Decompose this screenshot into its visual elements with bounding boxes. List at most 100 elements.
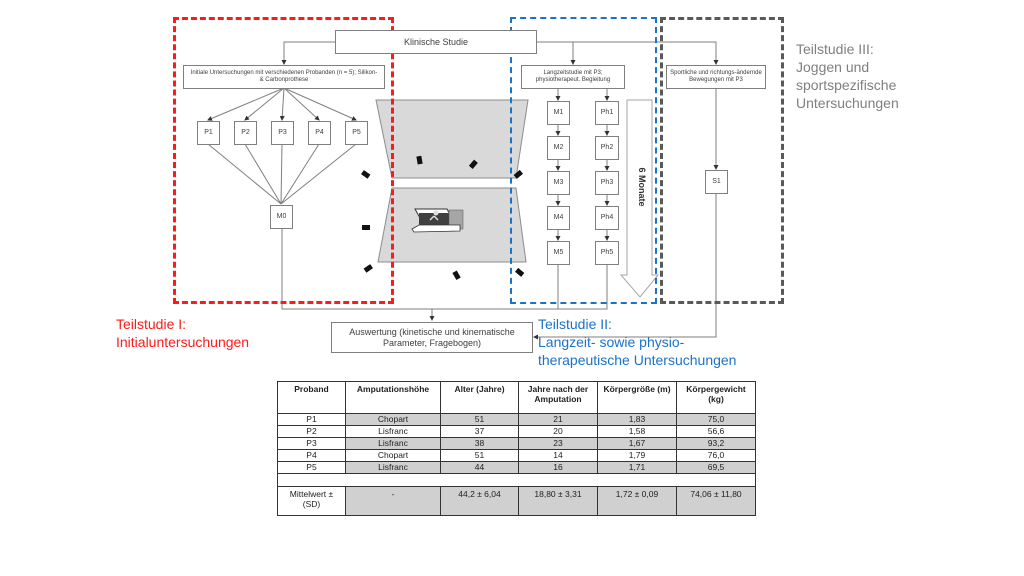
measurement-box-m5: M5: [547, 241, 570, 265]
cell: P2: [277, 425, 346, 438]
physio-label: Ph4: [600, 213, 614, 221]
physio-box-ph1: Ph1: [595, 101, 619, 125]
subject-box-p2: P2: [234, 121, 257, 145]
cell: 1,72 ± 0,09: [597, 486, 677, 516]
camera-icon: [515, 267, 525, 277]
lab-setup-illustration: [375, 99, 529, 263]
camera-icon: [361, 170, 371, 179]
measurement-box-m4: M4: [547, 206, 570, 230]
connector-fan-p5: [283, 87, 357, 121]
cell: P3: [277, 437, 346, 450]
physio-box-ph5: Ph5: [595, 241, 619, 265]
cell: 21: [518, 413, 598, 426]
cell: 51: [440, 413, 519, 426]
study2-label-line2: Langzeit- sowie physio-: [538, 334, 685, 350]
study1-box-text: Initiale Untersuchungen mit verschiedene…: [190, 70, 378, 83]
measurement-label: M3: [553, 178, 564, 186]
connector-p1-m0: [207, 143, 282, 205]
cell: 38: [440, 437, 519, 450]
root-box: Klinische Studie: [335, 30, 537, 54]
cell: 75,0: [676, 413, 756, 426]
cell: 14: [518, 449, 598, 462]
measurement-label: M5: [553, 248, 564, 256]
study2-label-line3: therapeutische Untersuchungen: [538, 352, 737, 368]
treadmill-icon: [411, 208, 464, 233]
cell: 44: [440, 461, 519, 474]
camera-icon: [363, 264, 373, 273]
study1-region: [173, 17, 394, 304]
study2-box: Langzeitstudie mit P3; physiotherapeut. …: [521, 65, 625, 89]
measurement-box-m3: M3: [547, 171, 570, 195]
measurement-box-m1: M1: [547, 101, 570, 125]
subject-label: P4: [315, 128, 324, 136]
study3-box: Sportliche und richtungs-ändernde Bewegu…: [666, 65, 766, 89]
subject-box-p5: P5: [345, 121, 368, 145]
subject-label: P3: [278, 128, 287, 136]
cell: 37: [440, 425, 519, 438]
measurement-box-m0: M0: [270, 205, 293, 229]
study2-label-title: Teilstudie II:: [538, 316, 612, 332]
study3-label-line3: sportspezifische: [796, 77, 897, 93]
cell: 93,2: [676, 437, 756, 450]
cell: 23: [518, 437, 598, 450]
cell: 16: [518, 461, 598, 474]
evaluation-box: Auswertung (kinetische und kinematische …: [331, 322, 533, 353]
study1-box: Initiale Untersuchungen mit verschiedene…: [183, 65, 385, 89]
connector-p5-m0: [280, 143, 357, 205]
subject-label: P1: [204, 128, 213, 136]
study1-label-subtitle: Initialuntersuchungen: [116, 334, 250, 350]
header-age: Alter (Jahre): [440, 381, 519, 414]
subject-table: Proband Amputationshöhe Alter (Jahre) Ja…: [277, 381, 756, 516]
physio-box-ph4: Ph4: [595, 206, 619, 230]
camera-icon: [416, 155, 423, 165]
connector-p4-m0: [280, 143, 320, 205]
measurement-label: M0: [276, 212, 287, 220]
cell: -: [345, 486, 441, 516]
cell: Chopart: [345, 449, 441, 462]
table-row: P3 Lisfranc 38 23 1,67 93,2: [277, 437, 756, 450]
duration-arrow: [619, 99, 660, 298]
camera-icon: [362, 225, 370, 230]
physio-label: Ph1: [600, 108, 614, 116]
cell: Mittelwert ± (SD): [277, 486, 346, 516]
study3-label: Teilstudie III: Joggen und sportspezifis…: [796, 40, 899, 112]
cell: Lisfranc: [345, 461, 441, 474]
connector-root-study1: [281, 41, 335, 65]
study3-label-line4: Untersuchungen: [796, 95, 899, 111]
cell: 76,0: [676, 449, 756, 462]
connector-fan-p1: [207, 87, 285, 121]
table-summary-row: Mittelwert ± (SD) - 44,2 ± 6,04 18,80 ± …: [277, 486, 756, 516]
table-row: P5 Lisfranc 44 16 1,71 69,5: [277, 461, 756, 474]
connector-m0-bus: [281, 229, 608, 310]
camera-icon: [452, 270, 461, 280]
cell: 1,79: [597, 449, 677, 462]
camera-icons: [361, 155, 525, 280]
study1-label: Teilstudie I: Initialuntersuchungen: [116, 315, 249, 351]
cell: 1,67: [597, 437, 677, 450]
connector-s1-evaluation: [533, 194, 717, 340]
subject-box-p1: P1: [197, 121, 220, 145]
camera-icon: [468, 159, 478, 169]
cell: 20: [518, 425, 598, 438]
subject-label: P5: [352, 128, 361, 136]
cell: 56,6: [676, 425, 756, 438]
evaluation-text: Auswertung (kinetische und kinematische …: [349, 327, 515, 348]
study2-box-text: Langzeitstudie mit P3; physiotherapeut. …: [535, 70, 611, 83]
table-spacer-row: [277, 473, 756, 487]
subject-box-p4: P4: [308, 121, 331, 145]
measurement-label: S1: [712, 177, 721, 185]
cell: P4: [277, 449, 346, 462]
cell: Lisfranc: [345, 437, 441, 450]
table-row: P2 Lisfranc 37 20 1,58 56,6: [277, 425, 756, 438]
duration-label: 6 Monate: [637, 167, 647, 207]
connector-fan-p2: [244, 87, 285, 121]
study3-region: [660, 17, 784, 304]
physio-box-ph3: Ph3: [595, 171, 619, 195]
connector-p2-m0: [244, 143, 282, 205]
measurement-box-s1: S1: [705, 170, 728, 194]
cell: 74,06 ± 11,80: [676, 486, 756, 516]
cell: 1,83: [597, 413, 677, 426]
subject-box-p3: P3: [271, 121, 294, 145]
cell: Chopart: [345, 413, 441, 426]
